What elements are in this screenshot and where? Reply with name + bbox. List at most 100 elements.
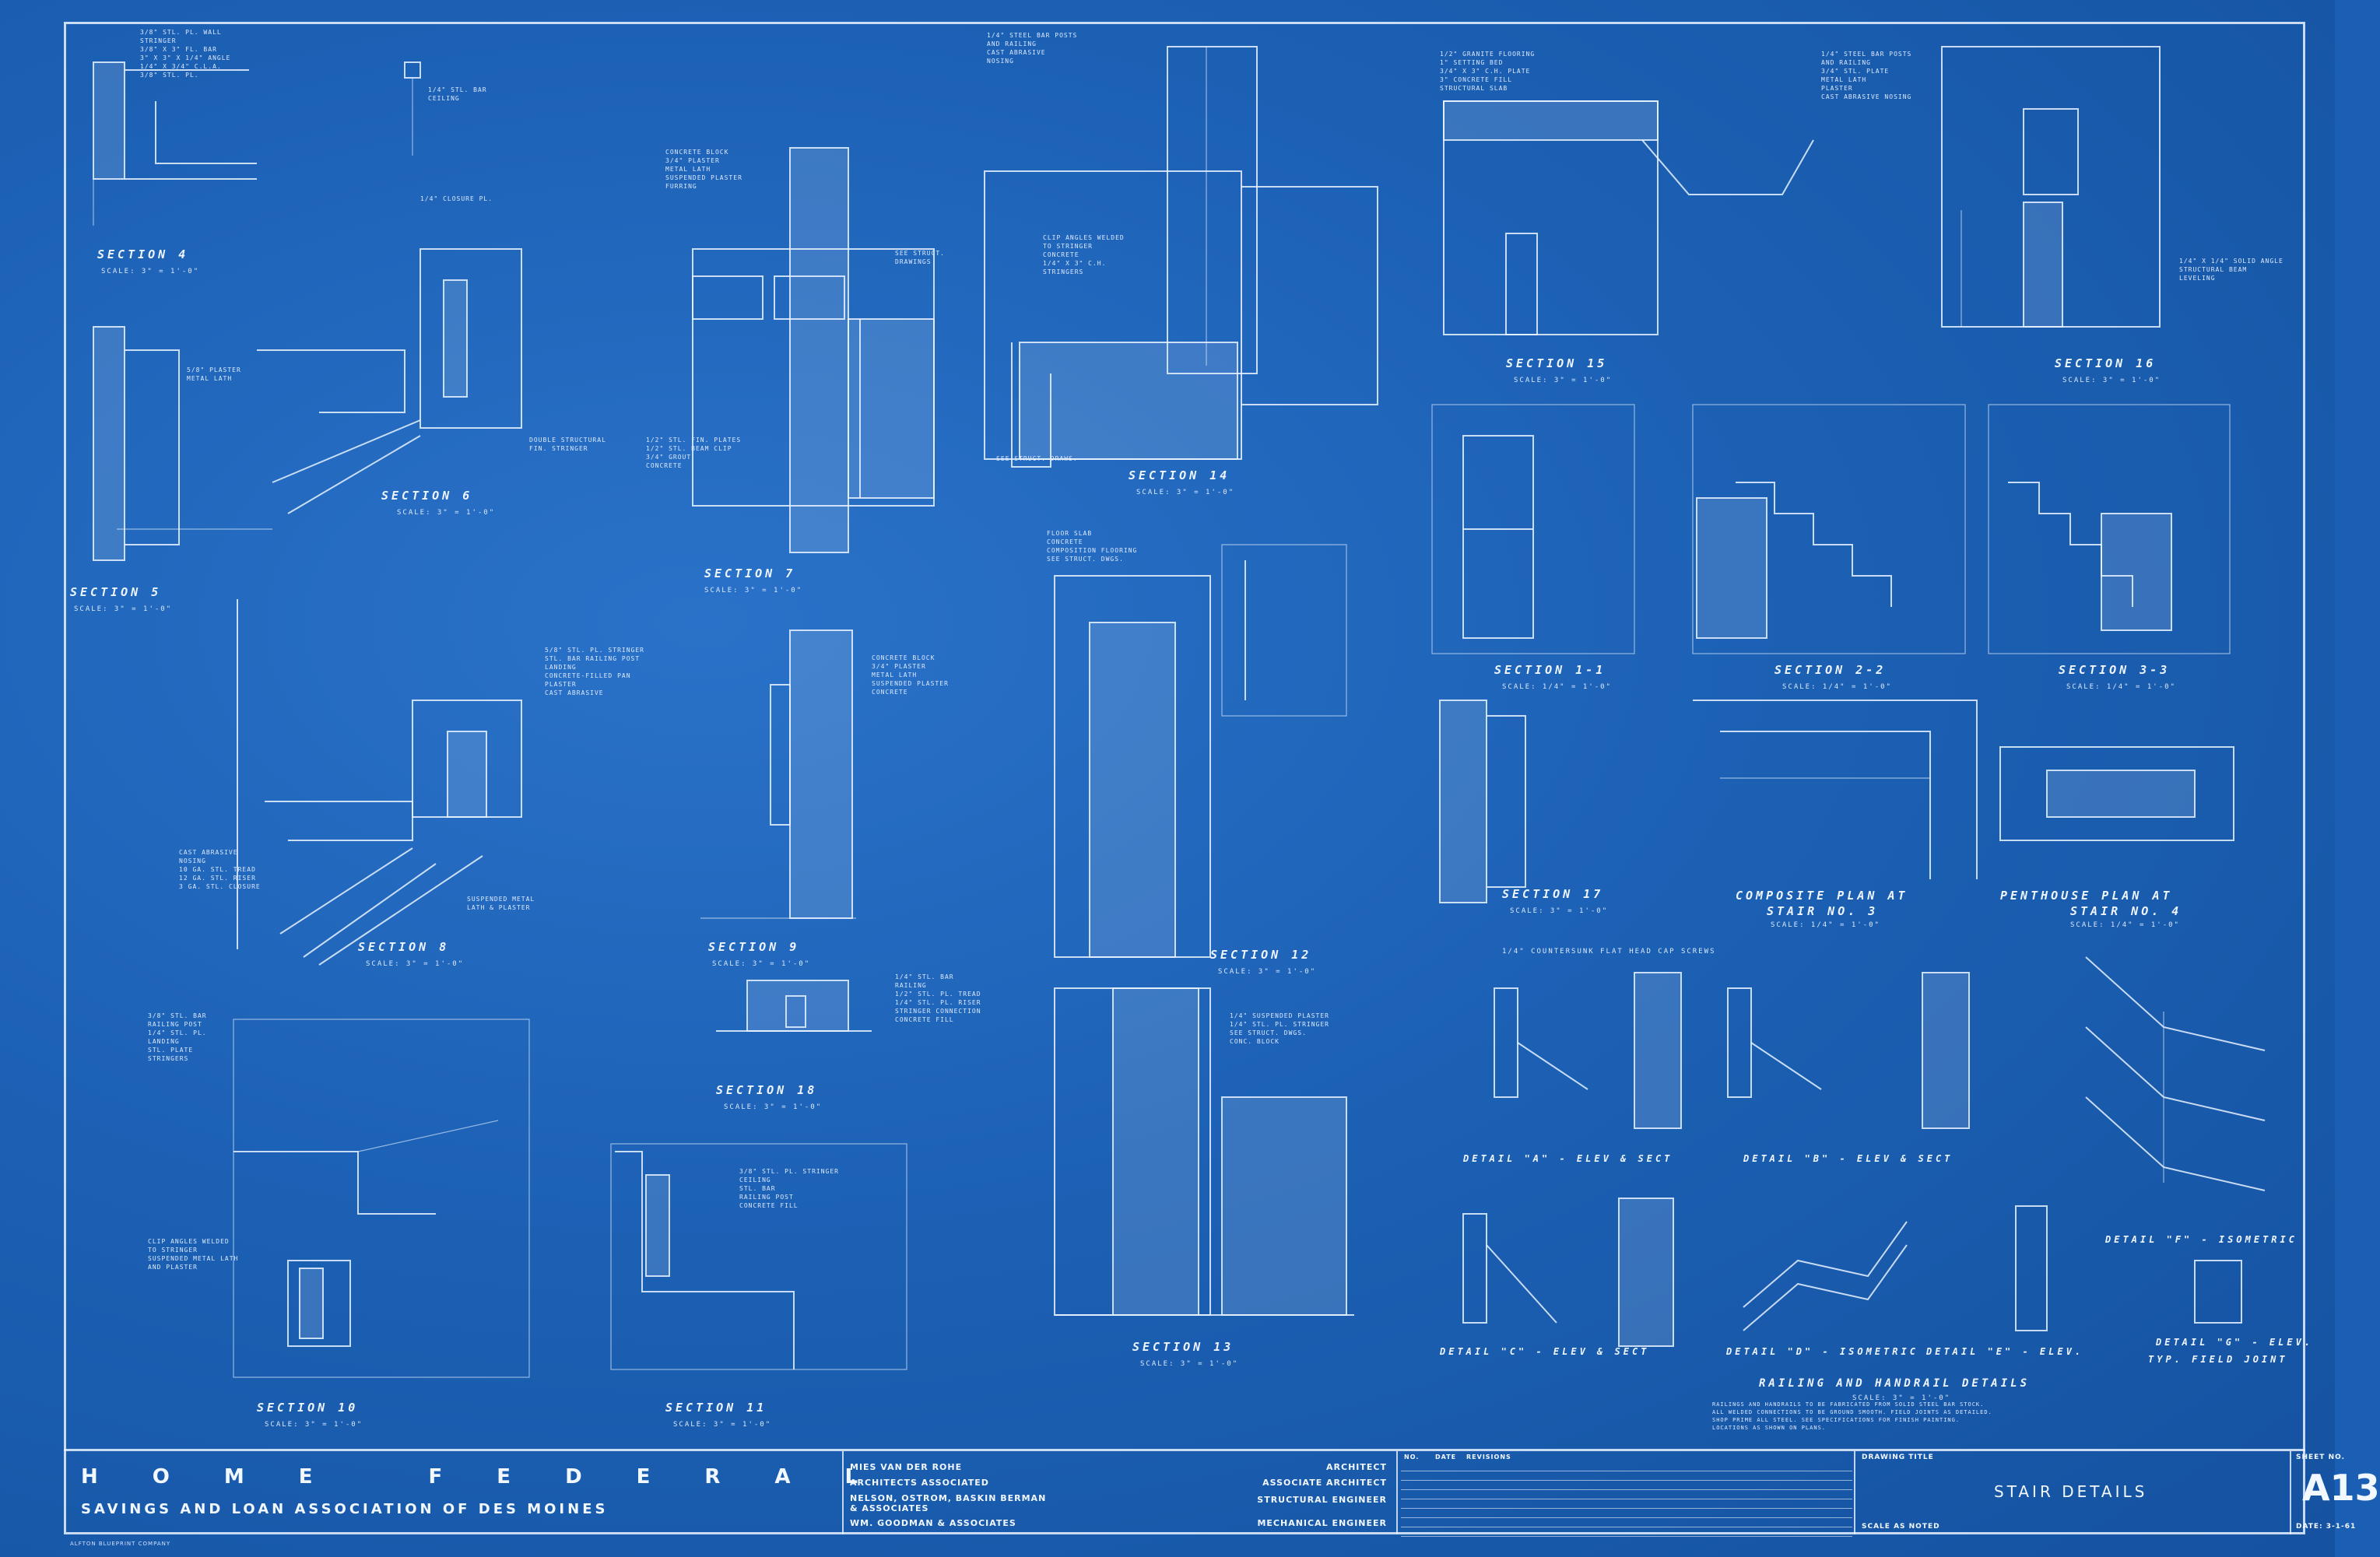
section-16-scale: SCALE: 3" = 1'-0" [2062, 377, 2161, 384]
section-5-title: SECTION 5 [70, 585, 162, 599]
note-section-14-bottom: SEE STRUCT. DRAWS. [996, 455, 1078, 462]
countersunk-note: 1/4" COUNTERSUNK FLAT HEAD CAP SCREWS [1502, 948, 1716, 956]
section-14-title: SECTION 14 [1129, 468, 1230, 482]
architect-role: ARCHITECT [1326, 1462, 1387, 1472]
section-12-title: SECTION 12 [1210, 948, 1312, 962]
section-13-scale: SCALE: 3" = 1'-0" [1140, 1360, 1239, 1368]
note-section-8-bottom: SUSPENDED METAL LATH & PLASTER [467, 896, 535, 911]
section-11-scale: SCALE: 3" = 1'-0" [673, 1421, 772, 1429]
composite-plan-drawing [1693, 700, 1978, 879]
detail-c-d-e-drawings [1462, 1198, 2048, 1347]
section-7-drawing [692, 147, 935, 553]
structural-engineer-role: STRUCTURAL ENGINEER [1257, 1495, 1387, 1505]
detail-g-subtitle: TYP. FIELD JOINT [2148, 1354, 2288, 1365]
detail-g-title: DETAIL "G" - ELEV. [2156, 1337, 2314, 1348]
section-1-1-scale: SCALE: 1/4" = 1'-0" [1502, 683, 1612, 691]
note-section-7-top: CONCRETE BLOCK 3/4" PLASTER METAL LATH S… [665, 149, 742, 190]
section-4-title: SECTION 4 [97, 247, 189, 261]
section-14-drawing [984, 46, 1378, 468]
section-17-drawing [1439, 700, 1526, 903]
railing-details-title: RAILING AND HANDRAIL DETAILS [1759, 1377, 2031, 1390]
section-15-scale: SCALE: 3" = 1'-0" [1514, 377, 1613, 384]
title-block: HOME FEDERAL SAVINGS AND LOAN ASSOCIATIO… [64, 1449, 2380, 1537]
note-section-8-top: 5/8" STL. PL. STRINGER STL. BAR RAILING … [545, 647, 644, 696]
sheet-date: DATE: 3-1-61 [2296, 1523, 2357, 1531]
drawing-title: STAIR DETAILS [1994, 1482, 2148, 1501]
rev-no-header: NO. [1404, 1454, 1420, 1461]
section-11-drawing [610, 1143, 907, 1370]
associate-architect-role: ASSOCIATE ARCHITECT [1262, 1478, 1387, 1488]
section-18-drawing [716, 980, 872, 1032]
project-subtitle: SAVINGS AND LOAN ASSOCIATION OF DES MOIN… [81, 1501, 609, 1517]
composite-plan-subtitle: STAIR NO. 3 [1767, 904, 1879, 918]
section-18-title: SECTION 18 [716, 1083, 818, 1097]
section-6-title: SECTION 6 [381, 489, 473, 503]
sheet-no-divider [2290, 1451, 2291, 1534]
section-2-2-scale: SCALE: 1/4" = 1'-0" [1782, 683, 1892, 691]
detail-e-title: DETAIL "E" - ELEV. [1926, 1346, 2084, 1357]
rev-revisions-header: REVISIONS [1466, 1454, 1511, 1461]
section-8-title: SECTION 8 [358, 940, 450, 954]
associate-architect-name: ARCHITECTS ASSOCIATED [850, 1478, 989, 1488]
section-15-drawing [1443, 100, 1814, 335]
railing-details-scale: SCALE: 3" = 1'-0" [1852, 1394, 1951, 1402]
note-section-9: CONCRETE BLOCK 3/4" PLASTER METAL LATH S… [872, 654, 949, 696]
penthouse-plan-subtitle: STAIR NO. 4 [2070, 904, 2182, 918]
section-7-title: SECTION 7 [704, 566, 796, 580]
section-13-title: SECTION 13 [1132, 1340, 1234, 1354]
note-section-5: 5/8" PLASTER METAL LATH [187, 366, 241, 382]
penthouse-plan-title: PENTHOUSE PLAN AT [2000, 889, 2173, 903]
scale-label: SCALE AS NOTED [1862, 1523, 1940, 1531]
detail-b-title: DETAIL "B" - ELEV & SECT [1743, 1153, 1953, 1164]
railing-general-notes: RAILINGS AND HANDRAILS TO BE FABRICATED … [1712, 1401, 1992, 1431]
note-section-14-top: 1/4" STEEL BAR POSTS AND RAILING CAST AB… [987, 32, 1078, 65]
section-3-3-drawing [1988, 404, 2231, 654]
note-section-6-ceiling: 1/4" STL. BAR CEILING [428, 86, 487, 102]
note-section-12: FLOOR SLAB CONCRETE COMPOSITION FLOORING… [1047, 530, 1138, 563]
rev-date-header: DATE [1435, 1454, 1457, 1461]
section-18-scale: SCALE: 3" = 1'-0" [724, 1103, 823, 1111]
section-10-scale: SCALE: 3" = 1'-0" [265, 1421, 363, 1429]
detail-a-title: DETAIL "A" - ELEV & SECT [1463, 1153, 1673, 1164]
drawing-title-divider [1854, 1451, 1855, 1534]
section-15-title: SECTION 15 [1506, 356, 1608, 370]
section-1-1-drawing [1431, 404, 1635, 654]
section-6-scale: SCALE: 3" = 1'-0" [397, 509, 496, 517]
section-6-drawing [257, 61, 522, 514]
detail-f-g-drawings [2085, 956, 2266, 1324]
section-8-scale: SCALE: 3" = 1'-0" [366, 960, 465, 968]
mechanical-engineer-name: WM. GOODMAN & ASSOCIATES [850, 1518, 1016, 1528]
penthouse-plan-drawing [1999, 746, 2234, 841]
section-10-title: SECTION 10 [257, 1401, 359, 1415]
note-section-11: 3/8" STL. PL. STRINGER CEILING STL. BAR … [739, 1168, 839, 1209]
mechanical-engineer-role: MECHANICAL ENGINEER [1257, 1518, 1387, 1528]
note-section-14-mid: CLIP ANGLES WELDED TO STRINGER CONCRETE … [1043, 234, 1125, 275]
firm-divider [842, 1451, 844, 1534]
sheet-number: A13 [2302, 1467, 2380, 1509]
note-section-10-top: 3/8" STL. BAR RAILING POST 1/4" STL. PL.… [148, 1012, 207, 1062]
section-8-drawing [237, 599, 522, 966]
drawing-title-label: DRAWING TITLE [1862, 1454, 1934, 1461]
detail-f-title: DETAIL "F" - ISOMETRIC [2105, 1234, 2298, 1245]
composite-plan-title: COMPOSITE PLAN AT [1736, 889, 1908, 903]
section-5-scale: SCALE: 3" = 1'-0" [74, 605, 173, 613]
blueprint-maker: ALFTON BLUEPRINT COMPANY [70, 1541, 171, 1547]
detail-c-title: DETAIL "C" - ELEV & SECT [1440, 1346, 1650, 1357]
note-section-6-stringer: DOUBLE STRUCTURAL FIN. STRINGER [529, 437, 606, 452]
section-9-title: SECTION 9 [708, 940, 800, 954]
sheet-no-label: SHEET NO. [2296, 1454, 2345, 1461]
section-7-scale: SCALE: 3" = 1'-0" [704, 587, 803, 594]
section-17-title: SECTION 17 [1502, 887, 1604, 901]
section-13-drawing [1054, 987, 1354, 1316]
structural-engineer-name: NELSON, OSTROM, BASKIN BERMAN & ASSOCIAT… [850, 1493, 1047, 1513]
note-section-15: 1/2" GRANITE FLOORING 1" SETTING BED 3/4… [1440, 51, 1536, 92]
note-section-8-left: CAST ABRASIVE NOSING 10 GA. STL. TREAD 1… [179, 849, 261, 890]
revisions-grid [1401, 1462, 1852, 1537]
section-14-scale: SCALE: 3" = 1'-0" [1136, 489, 1235, 496]
section-9-scale: SCALE: 3" = 1'-0" [712, 960, 811, 968]
penthouse-plan-scale: SCALE: 1/4" = 1'-0" [2070, 921, 2180, 929]
note-section-7-bottom: 1/2" STL. FIN. PLATES 1/2" STL. BEAM CLI… [646, 437, 742, 469]
section-2-2-title: SECTION 2-2 [1774, 663, 1887, 677]
note-section-16: 1/4" X 1/4" SOLID ANGLE STRUCTURAL BEAM … [2179, 258, 2283, 282]
